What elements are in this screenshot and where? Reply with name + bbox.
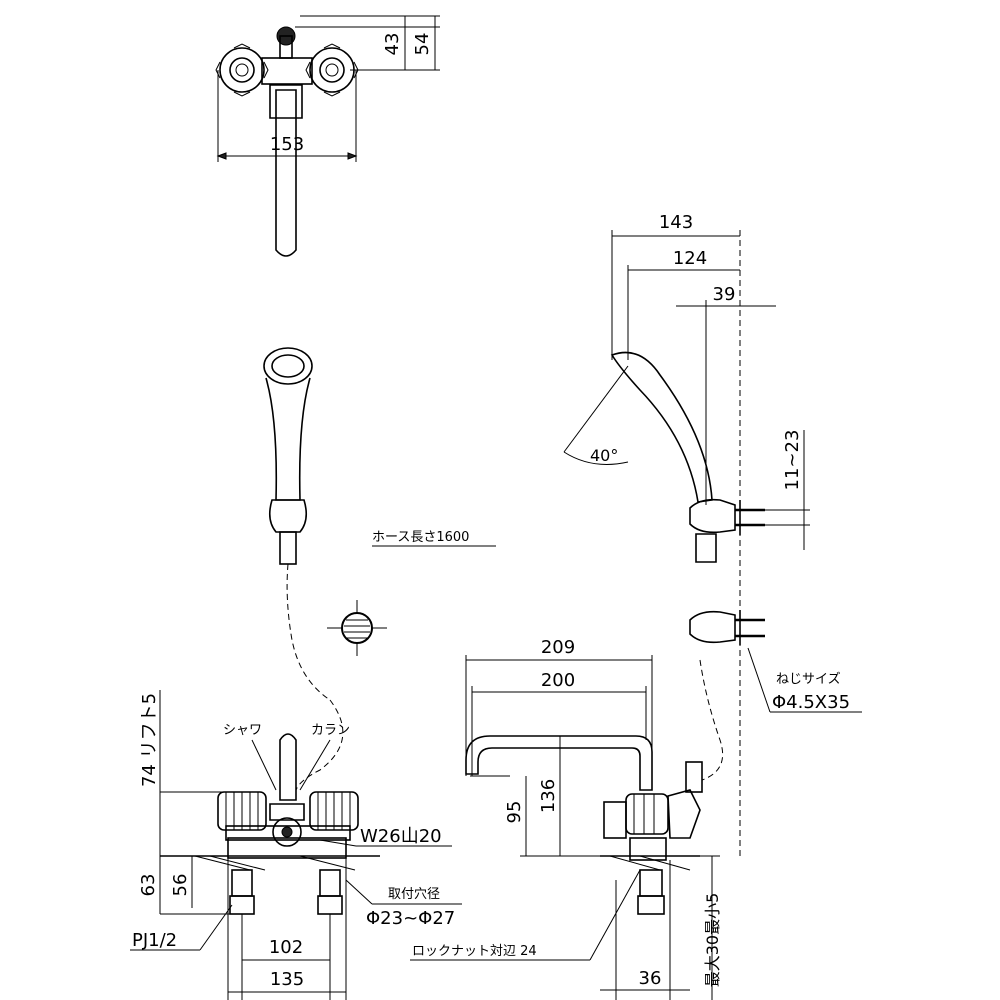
side-handle (625, 793, 669, 835)
dim-200: 200 (541, 670, 575, 691)
dim-11-23: 11~23 (782, 430, 803, 491)
dim-36: 36 (639, 968, 662, 989)
front-left-handle (217, 791, 267, 831)
dim-43: 43 (382, 33, 403, 56)
front-body-base (227, 837, 347, 859)
thickness-label: 最大30最小5 (703, 893, 722, 988)
hole-label: 取付穴径 (388, 887, 440, 902)
screw-size-label: ねじサイズ (776, 671, 841, 687)
dim-136: 136 (538, 779, 559, 813)
top-spout (275, 89, 297, 257)
dim-102: 102 (269, 937, 303, 958)
front-lever (279, 733, 297, 801)
front-right-leg (317, 869, 343, 915)
dim-124: 124 (673, 248, 707, 269)
shower-face (263, 347, 313, 385)
top-view: 153 43 54 (215, 15, 440, 257)
dim-143: 143 (659, 212, 693, 233)
dim-209: 209 (541, 637, 575, 658)
hole-size: Φ23~Φ27 (366, 908, 455, 929)
handle-section-symbol (327, 600, 387, 656)
front-right-handle (309, 791, 359, 831)
hose-length-label: ホース長さ1600 (372, 530, 469, 545)
dim-95: 95 (504, 801, 525, 824)
dim-153: 153 (270, 134, 304, 155)
side-spout (465, 735, 653, 791)
locknut-label: ロックナット対辺 24 (412, 944, 537, 959)
dim-135: 135 (270, 969, 304, 990)
dim-54: 54 (412, 33, 433, 56)
top-body (261, 57, 313, 85)
side-view: 209 200 95 136 ロックナット対辺 24 36 最大30最小5 (410, 637, 724, 1000)
dim-39: 39 (713, 284, 736, 305)
front-left-leg (229, 869, 255, 915)
shower-label: シャワ (223, 723, 262, 738)
faucet-label: カラン (311, 723, 350, 738)
angle-40: 40° (590, 446, 618, 465)
dim-63: 63 (138, 874, 159, 897)
screw-size-value: Φ4.5X35 (772, 692, 850, 713)
dim-56: 56 (170, 874, 191, 897)
thread-label: W26山20 (360, 826, 442, 847)
hose-dashed (286, 563, 331, 701)
pipe-label: PJ1/2 (132, 930, 177, 951)
front-view: シャワ カラン W26山20 74 リフト5 63 56 PJ1/2 102 1… (130, 690, 462, 1000)
shower-holder-view: 143 124 39 40° 11~23 ねじサイズ Φ4.5X35 (563, 212, 862, 860)
shower-head-view (263, 347, 331, 701)
lift-label: 74 リフト5 (139, 693, 160, 787)
top-left-handle (215, 43, 269, 97)
shower-holder-arm (610, 351, 713, 503)
